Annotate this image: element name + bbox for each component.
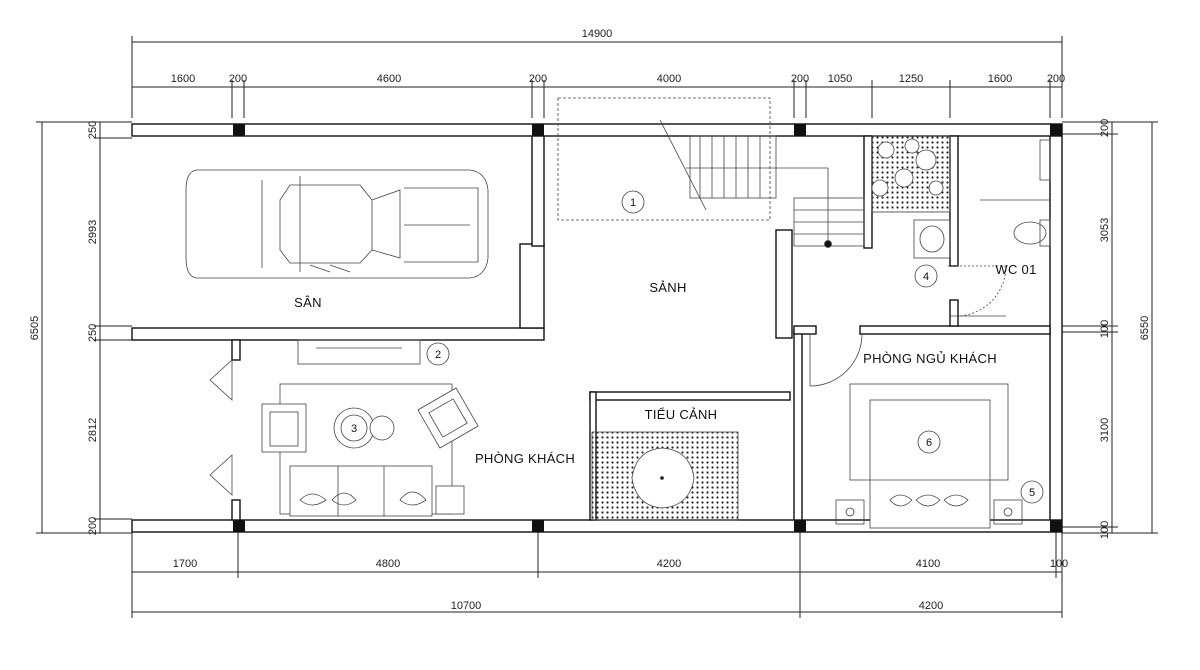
top-dim-6: 200 — [791, 73, 809, 85]
room-label-phong-khach: PHÒNG KHÁCH — [475, 451, 575, 466]
top-dim-4: 200 — [529, 73, 547, 85]
bottom-dim-2: 4800 — [376, 558, 400, 570]
marker-2-label: 2 — [435, 349, 441, 361]
left-total-dimension: 6505 — [29, 316, 41, 340]
bottom-total-1: 10700 — [451, 600, 482, 612]
wc-fixtures — [913, 139, 1051, 317]
left-dim-1: 250 — [87, 121, 99, 139]
marker-5: 5 — [1020, 480, 1044, 504]
left-dim-3: 250 — [87, 324, 99, 342]
marker-3-label: 3 — [351, 423, 357, 435]
marker-4-label: 4 — [923, 271, 929, 283]
top-dimension-lines — [131, 36, 1063, 118]
right-total-dimension: 6550 — [1139, 316, 1151, 340]
structural-columns — [233, 124, 1062, 532]
room-label-tieu-canh: TIỂU CẢNH — [645, 407, 718, 422]
top-dim-1: 1600 — [171, 73, 195, 85]
left-dim-4: 2812 — [87, 418, 99, 442]
top-dim-10: 200 — [1047, 73, 1065, 85]
top-dim-3: 4600 — [377, 73, 401, 85]
right-dim-5: 100 — [1099, 521, 1111, 539]
top-dim-9: 1600 — [988, 73, 1012, 85]
marker-6: 6 — [917, 430, 941, 454]
bottom-dimension-lines — [131, 532, 1063, 618]
marker-6-label: 6 — [926, 437, 932, 449]
marker-3: 3 — [351, 423, 357, 435]
walls — [131, 123, 1063, 533]
marker-2: 2 — [426, 342, 450, 366]
living-room-furniture — [261, 383, 479, 517]
bed — [835, 383, 1023, 529]
living-room-windows — [209, 359, 233, 496]
staircase — [557, 97, 865, 248]
marker-4: 4 — [914, 264, 938, 288]
plant-bed — [871, 135, 951, 213]
room-label-sanh: SẢNH — [649, 280, 686, 295]
bottom-dim-3: 4200 — [657, 558, 681, 570]
bottom-dim-1: 1700 — [173, 558, 197, 570]
bottom-total-2: 4200 — [919, 600, 943, 612]
marker-1: 1 — [621, 190, 645, 214]
tv-cabinet — [297, 339, 421, 365]
bottom-dim-5: 100 — [1050, 558, 1068, 570]
right-dim-1: 200 — [1099, 119, 1111, 137]
room-label-phong-ngu-khach: PHÒNG NGỦ KHÁCH — [863, 351, 997, 366]
top-dim-8: 1250 — [899, 73, 923, 85]
left-dimension-lines — [36, 121, 132, 534]
right-dim-4: 3100 — [1099, 418, 1111, 442]
top-dim-7: 1050 — [828, 73, 852, 85]
right-dim-3: 100 — [1099, 320, 1111, 338]
top-dim-2: 200 — [229, 73, 247, 85]
bottom-dim-4: 4100 — [916, 558, 940, 570]
top-total-dimension: 14900 — [582, 28, 613, 40]
left-dim-5: 200 — [87, 517, 99, 535]
right-dimension-lines — [1062, 121, 1158, 534]
room-label-san: SÂN — [294, 295, 322, 310]
marker-1-label: 1 — [630, 197, 636, 209]
bedroom-door — [809, 333, 863, 387]
top-dim-5: 4000 — [657, 73, 681, 85]
left-dim-2: 2993 — [87, 220, 99, 244]
right-dim-2: 3053 — [1099, 218, 1111, 242]
car-icon — [185, 169, 489, 279]
garden-feature — [591, 431, 739, 521]
marker-5-label: 5 — [1029, 487, 1035, 499]
room-label-wc: WC 01 — [995, 262, 1036, 277]
